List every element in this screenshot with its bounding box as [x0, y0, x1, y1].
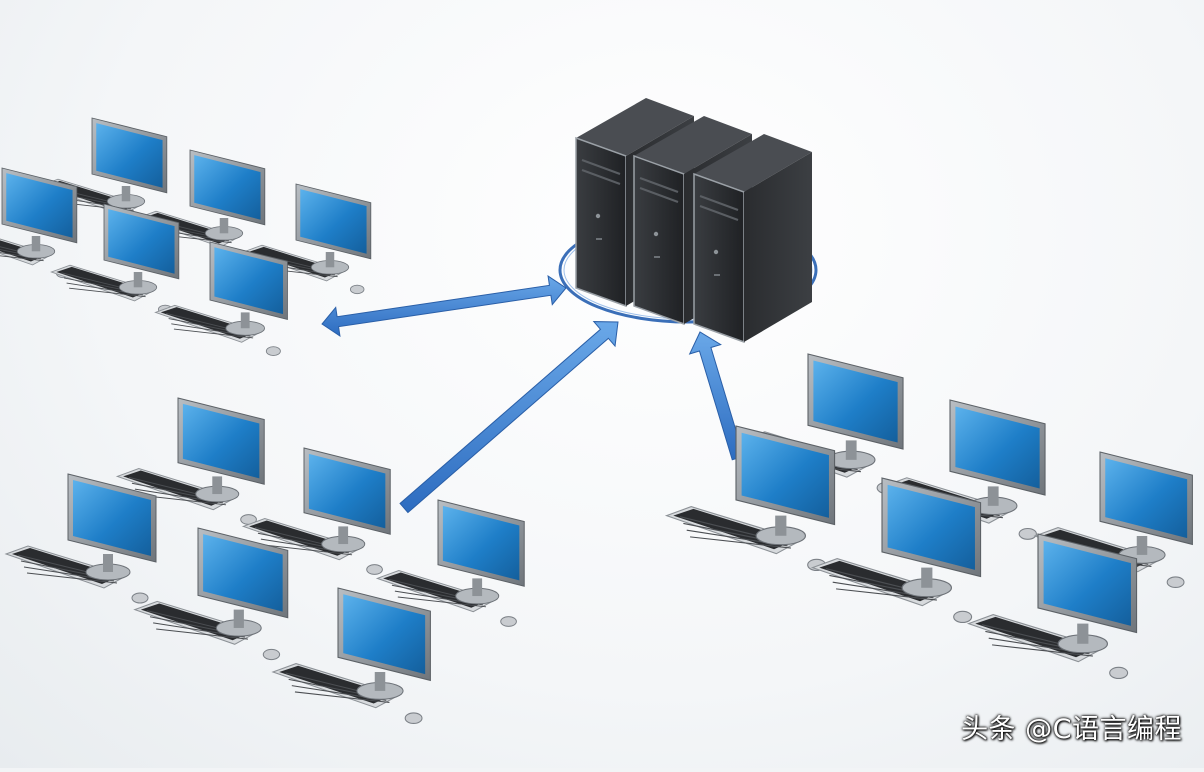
screen [308, 453, 386, 529]
screen [1105, 458, 1188, 539]
mouse [262, 648, 281, 661]
screen [887, 484, 975, 570]
screen [73, 480, 151, 556]
screen [343, 594, 426, 675]
screen [96, 123, 163, 188]
right-cluster-workstation-5 [810, 477, 982, 624]
screen [741, 432, 829, 518]
monitor [437, 499, 525, 587]
arrow-right-cluster [688, 331, 745, 461]
bottom-cluster-workstation-3 [375, 499, 525, 627]
monitor [1037, 533, 1138, 634]
screen [182, 403, 260, 479]
bottom-cluster-workstation-4 [4, 473, 157, 604]
monitor [735, 425, 836, 526]
left-cluster-workstation-3 [242, 183, 372, 295]
monitor [303, 447, 391, 535]
mouse [1109, 666, 1129, 680]
screen [203, 534, 283, 612]
mouse [953, 610, 973, 624]
mouse [1166, 576, 1185, 588]
screen [955, 406, 1040, 489]
monitor [197, 527, 289, 619]
monitor [189, 149, 266, 226]
left-cluster-workstation-5 [50, 203, 180, 315]
arrow-left-cluster [321, 275, 567, 337]
left-cluster-workstation-2 [136, 149, 266, 261]
mouse [500, 616, 517, 627]
mouse [265, 346, 281, 356]
screen [108, 209, 175, 274]
monitor [807, 353, 904, 450]
monitor [881, 477, 982, 578]
mouse [404, 712, 423, 724]
left-cluster-workstation-6 [154, 241, 288, 356]
screen [214, 247, 284, 315]
right-cluster-workstation-6 [966, 533, 1138, 680]
screen [194, 155, 261, 220]
screen [442, 505, 520, 581]
monitor [103, 203, 180, 280]
monitor [177, 397, 265, 485]
monitor [209, 241, 288, 321]
arrow-bottom-cluster [399, 321, 619, 514]
server-tower-3 [693, 134, 812, 344]
screen [6, 173, 73, 238]
mouse [1018, 527, 1037, 540]
monitor [91, 117, 168, 194]
mouse [366, 564, 383, 575]
watermark-text: 头条 @C语言编程 [961, 714, 1182, 745]
monitor [1099, 451, 1193, 546]
right-cluster-workstation-4 [664, 425, 836, 572]
mouse [131, 592, 149, 604]
monitor [949, 399, 1046, 496]
bottom-cluster-workstation-5 [133, 527, 289, 661]
mouse [349, 284, 365, 295]
screen [1043, 540, 1131, 626]
screen [813, 360, 898, 443]
left-cluster-workstation-4 [0, 167, 78, 279]
monitor [295, 183, 372, 260]
screen [300, 189, 367, 254]
monitor [1, 167, 78, 244]
monitor [337, 587, 431, 682]
bottom-cluster-workstation-1 [115, 397, 265, 525]
bottom-cluster-workstation-6 [271, 587, 431, 724]
bottom-cluster-workstation-2 [241, 447, 391, 575]
monitor [67, 473, 157, 563]
right-cluster-workstation-3 [1033, 451, 1193, 588]
